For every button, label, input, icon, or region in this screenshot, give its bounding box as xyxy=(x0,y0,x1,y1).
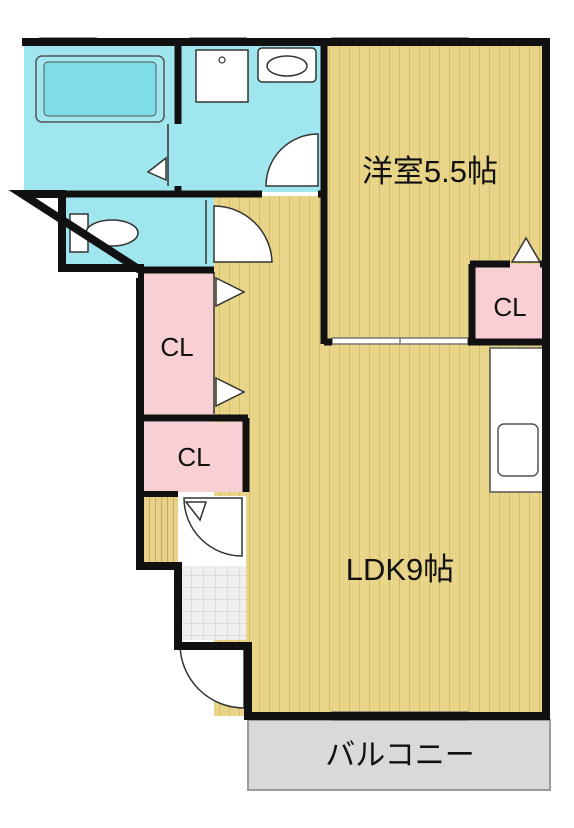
washing-machine-icon xyxy=(195,49,249,103)
front-door-icon xyxy=(179,643,245,709)
toilet-door-icon xyxy=(213,205,273,263)
closet-bedroom-label: CL xyxy=(493,292,526,322)
room-labels: 洋室5.5帖 LDK9帖 CL CL CL バルコニー xyxy=(160,154,526,772)
closet-left-floor xyxy=(140,270,214,416)
entry-tile-floor xyxy=(180,566,246,640)
balcony-label: バルコニー xyxy=(325,739,474,772)
closet-bedroom-door-icon xyxy=(510,236,542,263)
fixtures xyxy=(35,47,545,709)
kitchen-sink-icon xyxy=(497,423,539,477)
western-room-label: 洋室5.5帖 xyxy=(362,154,498,189)
closet-left-label: CL xyxy=(160,332,193,362)
shoe-box xyxy=(140,496,178,562)
closet-entry-label: CL xyxy=(177,442,210,472)
washroom-door-icon xyxy=(265,133,319,187)
walls xyxy=(8,38,550,720)
bathroom-door-icon xyxy=(146,156,167,182)
closet-left-door-icon xyxy=(215,276,246,308)
balcony-floor xyxy=(247,719,551,791)
ldk-label: LDK9帖 xyxy=(346,552,455,587)
closet-left-door-icon-2 xyxy=(215,376,246,408)
closet-entry-floor xyxy=(140,422,244,492)
closet-bedroom-floor xyxy=(472,264,546,342)
